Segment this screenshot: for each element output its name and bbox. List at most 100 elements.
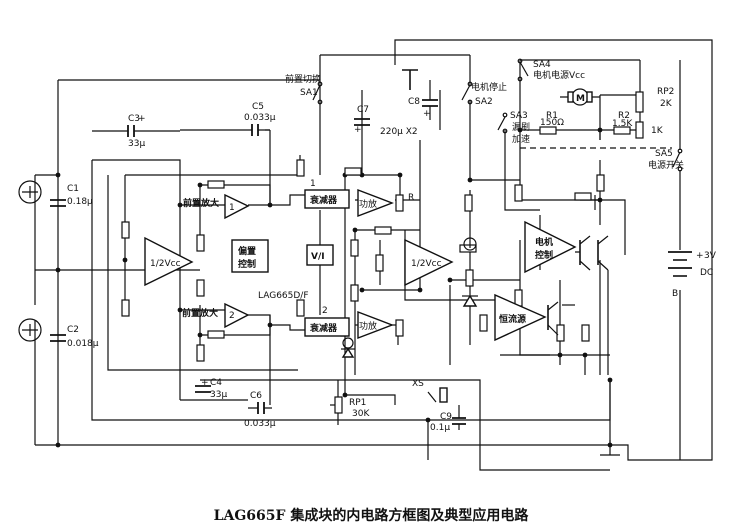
xs-label: XS	[412, 379, 424, 389]
svg-text:控制: 控制	[238, 258, 256, 270]
r-label: R	[408, 193, 414, 203]
current-source-icon	[463, 237, 477, 251]
attenuator-1: 衰减器	[304, 189, 350, 209]
svg-text:1/2Vcc: 1/2Vcc	[411, 259, 442, 269]
c3-label: C3	[128, 114, 140, 124]
wiring	[34, 39, 713, 471]
r1-value: 150Ω	[540, 118, 564, 128]
motor-label: M	[576, 94, 585, 104]
rp1-label: RP1	[349, 398, 366, 408]
power-amp-1: 功放	[357, 188, 394, 218]
rp2-value: 2K	[660, 99, 673, 109]
c3-value: 33μ	[128, 139, 145, 149]
attenuator-2-pin: 2	[322, 306, 328, 316]
sa2-label: SA2	[475, 97, 493, 107]
zener-diode-icon	[462, 294, 478, 307]
xs-jack	[427, 387, 448, 403]
motor-control: 电机 控制	[524, 220, 577, 274]
c9-value: 0.1μ	[430, 423, 450, 433]
c7-label: C7	[357, 105, 369, 115]
capacitor-c5	[240, 124, 270, 136]
c2-label: C2	[67, 325, 79, 335]
sa5-desc: 电源开关	[648, 159, 684, 171]
motor-icon	[560, 88, 600, 106]
attenuator-2: 衰减器	[304, 317, 350, 337]
attenuator-1-pin: 1	[310, 179, 316, 189]
preamp-1-label: 前置放大	[183, 197, 219, 209]
svg-text:偏置: 偏置	[238, 245, 256, 257]
sa2-desc: 电机停止	[471, 81, 507, 93]
diode-icon	[341, 337, 355, 358]
switch-sa5	[672, 148, 683, 172]
transistor-q2-icon	[597, 235, 609, 375]
r-1k-label: 1K	[651, 126, 664, 136]
rp1-value: 30K	[352, 409, 370, 419]
c4-plus: +	[201, 378, 209, 388]
switch-sa4	[517, 58, 529, 82]
switch-sa3	[497, 112, 508, 134]
c6-value: 0.033μ	[244, 419, 276, 429]
c5-label: C5	[252, 102, 264, 112]
diagram-caption: LAG665F 集成块的内电路方框图及典型应用电路	[214, 507, 530, 524]
battery-label: B	[672, 289, 678, 299]
c8-plus: +	[423, 109, 431, 119]
svg-text:电机: 电机	[535, 236, 553, 248]
svg-text:衰减器: 衰减器	[309, 194, 338, 206]
sa5-label: SA5	[655, 149, 673, 159]
c7-plus: +	[354, 125, 362, 135]
capacitor-c9	[452, 405, 466, 430]
svg-text:1: 1	[229, 203, 235, 213]
vi-converter: V/I	[306, 244, 334, 266]
c8-label: C8	[408, 97, 420, 107]
capacitor-c8	[422, 80, 438, 120]
capacitor-c6	[248, 402, 272, 414]
c2-value: 0.018μ	[67, 339, 99, 349]
svg-text:2: 2	[229, 311, 235, 321]
c1-label: C1	[67, 184, 79, 194]
ground-symbol	[402, 69, 418, 90]
svg-text:控制: 控制	[535, 249, 553, 261]
sa3-desc-1: 漏刷	[512, 121, 530, 133]
capacitor-c2	[50, 334, 66, 342]
sa1-label: SA1	[300, 88, 318, 98]
svg-text:衰减器: 衰减器	[309, 322, 338, 334]
capacitor-c3	[92, 125, 180, 137]
sa3-label: SA3	[510, 111, 528, 121]
svg-text:1/2Vcc: 1/2Vcc	[150, 259, 181, 269]
chip-label: LAG665D/F	[258, 291, 309, 301]
c9-label: C9	[440, 412, 452, 422]
potentiometer-rp1	[330, 380, 343, 425]
half-vcc-amp-right: 1/2Vcc	[404, 238, 454, 287]
c3-plus: +	[138, 114, 146, 124]
r1-label: R1	[546, 111, 558, 121]
preamp-2: 2	[224, 302, 250, 329]
svg-text:V/I: V/I	[311, 252, 325, 262]
preamp-1: 1	[224, 193, 250, 220]
capacitor-c1	[50, 199, 66, 207]
transistor-q1-icon	[575, 235, 591, 271]
c4-label: C4	[210, 378, 222, 388]
r2-value: 1.5K	[612, 119, 633, 129]
battery-voltage: 3V	[704, 251, 717, 261]
preamp-2-label: 前置放大	[182, 307, 218, 319]
svg-text:功放: 功放	[359, 320, 377, 332]
capacitor-c7	[354, 90, 370, 126]
c1-value: 0.18μ	[67, 197, 93, 207]
resistors	[121, 91, 644, 362]
svg-text:功放: 功放	[359, 198, 377, 210]
battery-plus: +	[696, 251, 704, 261]
battery-type: DC	[700, 268, 713, 278]
r2-label: R2	[618, 111, 630, 121]
c7-c8-value: 220μ X2	[380, 127, 418, 137]
c5-value: 0.033μ	[244, 113, 276, 123]
switch-sa1	[312, 81, 323, 105]
sa4-label: SA4	[533, 60, 551, 70]
half-vcc-amp-left: 1/2Vcc	[144, 236, 194, 287]
sa4-desc: 电机电源Vcc	[533, 69, 585, 81]
bias-control: 偏置 控制	[231, 239, 269, 273]
junctions	[55, 92, 643, 448]
switch-sa2	[461, 81, 473, 105]
sa1-desc: 前置切换	[285, 73, 321, 85]
constant-current-source: 恒流源	[494, 293, 547, 342]
rp2-label: RP2	[657, 87, 674, 97]
